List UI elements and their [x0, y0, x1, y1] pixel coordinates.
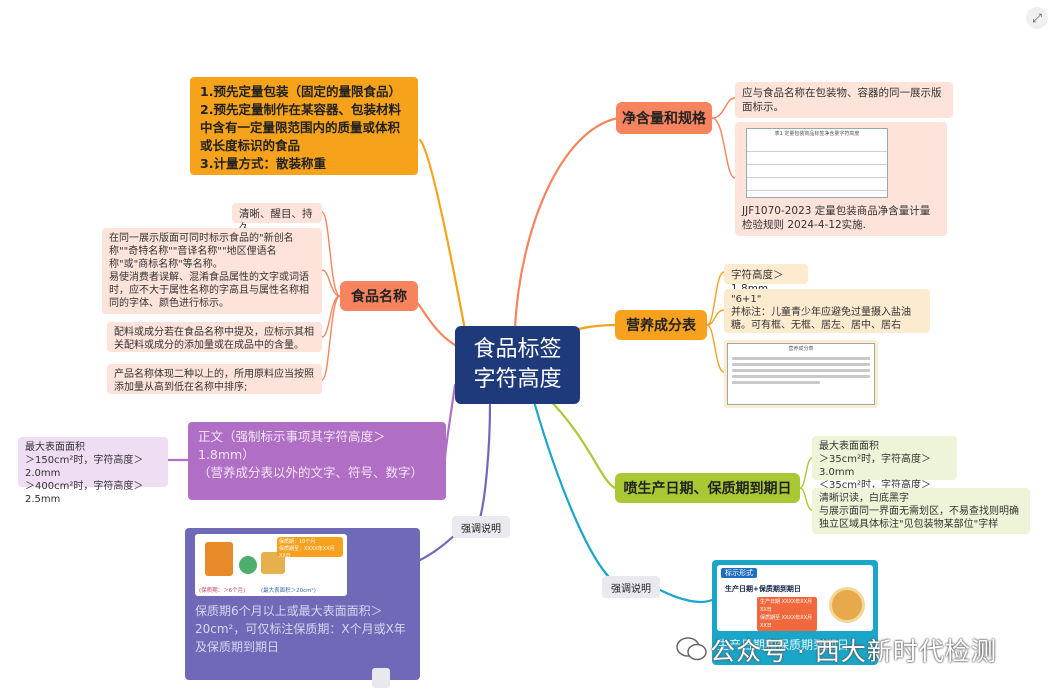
- example-line-2: 保质期至 XXXX年XX月XX日: [760, 615, 813, 629]
- net-standard-text: JJF1070-2023 定量包装商品净含量计量检验规则 2024-4-12实施…: [742, 205, 931, 231]
- name-ingredient-box: 配料或成分若在食品名称中提及，应标示其相关配料或成分的添加量或在成品中的含量。: [107, 322, 322, 352]
- shelf-bubble-2: 保质期至：XXXX年XX月XX日: [279, 546, 335, 559]
- caption-left: (保质期：＞6个月): [199, 588, 246, 594]
- net-table-title: 表1 定量包装商品标签净含量字符高度: [774, 131, 860, 137]
- net-rule-box: 应与食品名称在包装物、容器的同一展示版面标示。: [735, 82, 953, 118]
- link-center-net: [513, 116, 620, 330]
- example-item: 生产日期+保质期到期日: [725, 585, 801, 593]
- name-new-box: 在同一展示版面可同时标示食品的"新创名称""奇特名称""音译名称""地区俚语名称…: [102, 228, 322, 314]
- snack-bag-icon: [205, 542, 233, 576]
- center-topic[interactable]: 食品标签 字符高度: [455, 326, 580, 404]
- nutrition-table-box: 营养成分表: [724, 340, 878, 408]
- branch-production-date[interactable]: 喷生产日期、保质期到期日: [615, 473, 800, 503]
- example-tag: 标示形式: [721, 568, 757, 578]
- name-order-box: 产品名称体现二种以上的，所用原料应当按照添加量从高到低在名称中排序;: [107, 364, 322, 394]
- name-clear-box: 清晰、醒目、持久: [232, 203, 322, 234]
- branch-net-content[interactable]: 净含量和规格: [616, 102, 712, 134]
- plus-icon: [239, 556, 257, 574]
- product-example-image: 保质期：10个月 保质期至：XXXX年XX月XX日 (保质期：＞6个月) (最大…: [195, 534, 347, 596]
- nutrition-table-image: 营养成分表: [727, 343, 875, 405]
- link-note2-example: [658, 588, 714, 604]
- link-center-prepack: [418, 138, 467, 332]
- nutrition-table-title: 营养成分表: [788, 346, 814, 352]
- link-center-note2: [533, 403, 614, 582]
- emphasis-note-1[interactable]: 强调说明: [452, 516, 510, 538]
- nutrition-61-box: "6+1" 并标注：儿童青少年应避免过量摄入盐油糖。可有框、无框、居左、居中、居…: [724, 289, 930, 333]
- net-standard-box: 表1 定量包装商品标签净含量字符高度 JJF1070-2023 定量包装商品净含…: [735, 122, 947, 236]
- expand-icon[interactable]: ⤢: [1026, 7, 1048, 29]
- caption-right: (最大表面积＞20cm²): [261, 588, 316, 594]
- shelf-bubble-1: 保质期：10个月: [279, 539, 316, 545]
- emphasis-note-2[interactable]: 强调说明: [602, 576, 660, 598]
- date-example-box[interactable]: 标示形式 生产日期+保质期到期日 生产日期 XXXX年XX月XX日 保质期至 X…: [712, 560, 878, 665]
- branch-nutrition[interactable]: 营养成分表: [615, 310, 707, 340]
- net-content-table-image: 表1 定量包装商品标签净含量字符高度: [746, 128, 888, 198]
- date-area-box: 最大表面面积 ＞35cm²时，字符高度＞3.0mm ＜35cm²时，字符高度＞2…: [812, 436, 957, 504]
- body-text-box[interactable]: 正文（强制标示事项其字符高度＞1.8mm） （营养成分表以外的文字、符号、数字）: [188, 422, 446, 500]
- link-center-body: [443, 383, 457, 462]
- small-pack-icon: [261, 552, 285, 574]
- date-clear-box: 清晰识读，白底黑字 与展示面同一界面无需划区，不易查找则明确独立区域具体标注"见…: [812, 488, 1030, 534]
- nutrition-height-box: 字符高度＞1.8mm: [724, 264, 808, 295]
- scroll-handle[interactable]: [372, 668, 390, 688]
- shelf-life-text: 保质期6个月以上或最大表面面积＞20cm²，可仅标注保质期：X个月或X年及保质期…: [195, 604, 406, 654]
- watermark-text: 公众号 · 西大新时代检测: [710, 637, 997, 666]
- example-line-1: 生产日期 XXXX年XX月XX日: [760, 599, 813, 613]
- shelf-life-box[interactable]: 保质期：10个月 保质期至：XXXX年XX月XX日 (保质期：＞6个月) (最大…: [185, 528, 420, 680]
- prepackaged-definition-box: 1.预先定量包装（固定的量限食品） 2.预先定量制作在某容器、包装材料中含有一定…: [190, 77, 418, 175]
- link-center-date: [543, 393, 617, 490]
- wechat-icon: [676, 636, 708, 662]
- surface-area-box: 最大表面面积 ＞150cm²时，字符高度＞2.0mm ＞400cm²时，字符高度…: [18, 437, 168, 505]
- branch-food-name[interactable]: 食品名称: [340, 281, 418, 311]
- date-example-caption: 生产日期和保质期到期日: [717, 638, 850, 652]
- pizza-box-icon: [829, 587, 865, 623]
- link-center-note1: [478, 403, 492, 520]
- date-example-image: 标示形式 生产日期+保质期到期日 生产日期 XXXX年XX月XX日 保质期至 X…: [717, 565, 873, 631]
